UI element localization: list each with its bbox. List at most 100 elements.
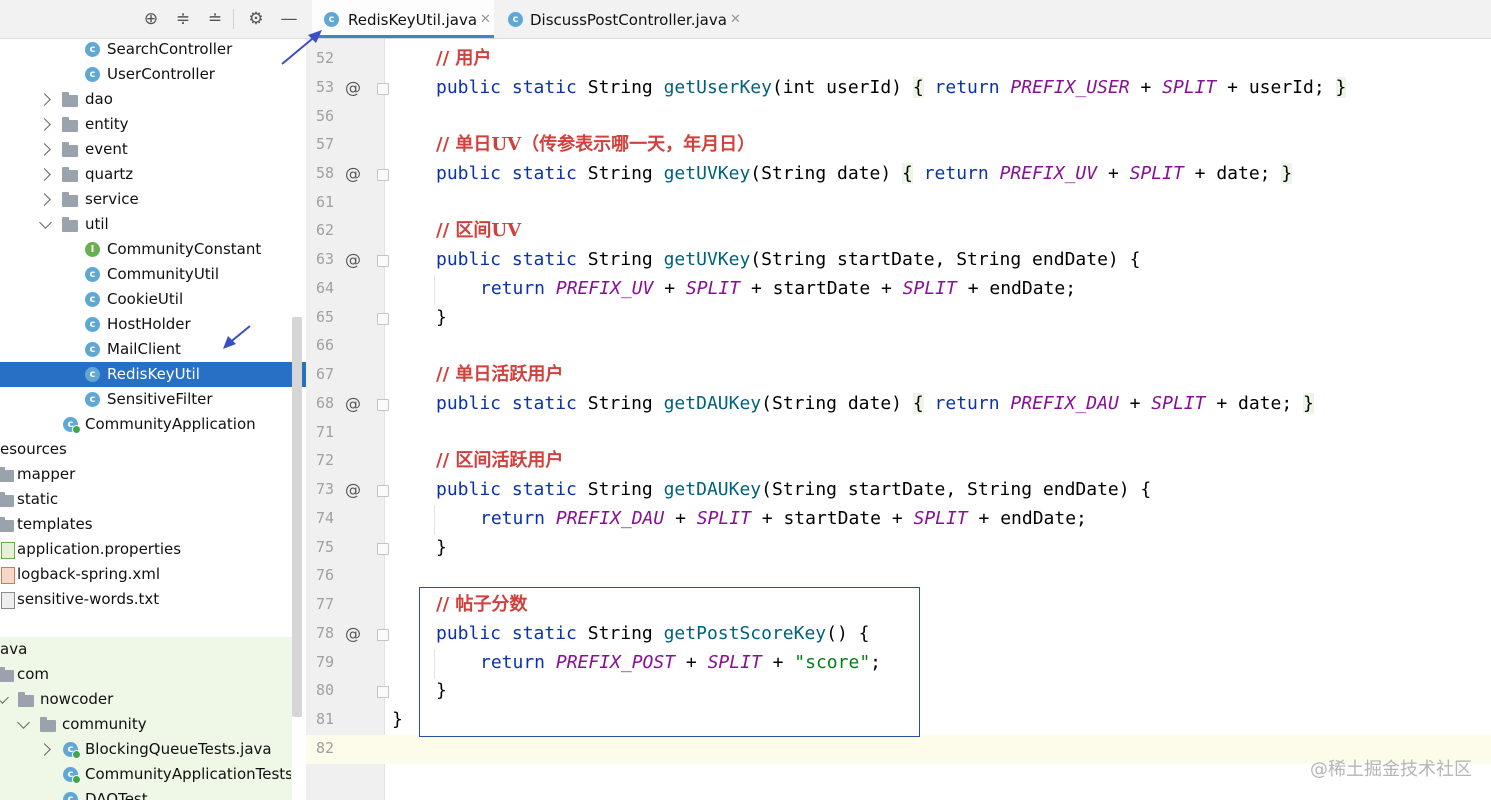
class-icon: c <box>85 67 100 82</box>
chevron-right-icon[interactable] <box>38 118 51 131</box>
chevron-down-icon[interactable] <box>39 216 52 229</box>
tree-item-quartz[interactable]: quartz <box>38 162 240 187</box>
tree-item-nowcoder[interactable]: nowcoder <box>0 687 220 712</box>
tree-item-application-properties[interactable]: application.properties <box>0 537 220 562</box>
folder-icon <box>40 717 56 732</box>
tree-item-static[interactable]: static <box>0 487 200 512</box>
tree-item-sensitive-words[interactable]: sensitive-words.txt <box>0 587 220 612</box>
override-marker-icon[interactable]: @ <box>345 394 361 413</box>
collapse-all-icon[interactable]: ≐ <box>207 9 223 29</box>
code-line-58[interactable]: public static String getUVKey(String dat… <box>436 163 1293 184</box>
tree-item-daotest[interactable]: c DAOTest <box>63 787 283 800</box>
override-marker-icon[interactable]: @ <box>345 624 361 643</box>
fold-toggle-icon[interactable] <box>377 485 389 497</box>
override-marker-icon[interactable]: @ <box>345 250 361 269</box>
code-line-65[interactable]: } <box>436 307 447 328</box>
fold-toggle-icon[interactable] <box>377 399 389 411</box>
fold-toggle-icon[interactable] <box>377 686 389 698</box>
code-line-79[interactable]: return PREFIX_POST + SPLIT + "score"; <box>480 652 881 673</box>
fold-toggle-icon[interactable] <box>377 255 389 267</box>
chevron-right-icon[interactable] <box>38 143 51 156</box>
tree-item-communityutil[interactable]: c CommunityUtil <box>85 262 285 287</box>
xml-file-icon <box>1 567 15 584</box>
class-icon: c <box>85 342 100 357</box>
annotation-arrow-icon <box>223 325 251 349</box>
chevron-right-icon[interactable] <box>38 193 51 206</box>
code-line-53[interactable]: public static String getUserKey(int user… <box>436 77 1347 98</box>
test-class-icon: c <box>63 742 81 759</box>
chevron-down-icon[interactable] <box>17 716 30 729</box>
minimize-icon[interactable]: — <box>280 9 298 29</box>
code-line-75[interactable]: } <box>436 537 447 558</box>
line-number: 65 <box>315 308 334 326</box>
tree-scrollbar[interactable] <box>292 317 302 717</box>
fold-toggle-icon[interactable] <box>377 313 389 325</box>
chevron-right-icon[interactable] <box>38 743 51 756</box>
tree-item-communityapplicationtests[interactable]: c CommunityApplicationTests <box>63 762 291 787</box>
fold-toggle-icon[interactable] <box>377 543 389 555</box>
tree-item-cookieutil[interactable]: c CookieUtil <box>85 287 285 312</box>
fold-toggle-icon[interactable] <box>377 83 389 95</box>
chevron-right-icon[interactable] <box>38 93 51 106</box>
tree-item-java[interactable]: ava <box>0 640 28 658</box>
tree-item-communityapplication[interactable]: c CommunityApplication <box>63 412 283 437</box>
tree-item-mapper[interactable]: mapper <box>0 462 200 487</box>
code-line-64[interactable]: return PREFIX_UV + SPLIT + startDate + S… <box>480 278 1077 299</box>
expand-all-icon[interactable]: ≑ <box>175 9 191 29</box>
tree-item-blockingqueuetests[interactable]: c BlockingQueueTests.java <box>38 737 290 762</box>
chevron-down-icon[interactable] <box>0 691 9 704</box>
fold-toggle-icon[interactable] <box>377 169 389 181</box>
class-icon: c <box>85 317 100 332</box>
fold-toggle-icon[interactable] <box>377 629 389 641</box>
gear-icon[interactable]: ⚙ <box>248 9 264 29</box>
tree-item-community[interactable]: community <box>17 712 238 737</box>
locate-icon[interactable]: ⊕ <box>143 9 159 29</box>
tree-item-com[interactable]: com <box>0 662 200 687</box>
folder-icon <box>62 192 78 207</box>
class-icon: c <box>85 42 100 57</box>
code-line-63[interactable]: public static String getUVKey(String sta… <box>436 249 1141 270</box>
properties-file-icon <box>1 542 15 559</box>
tab-rediskeyutil[interactable]: c RedisKeyUtil.java ✕ <box>312 0 494 38</box>
code-editor[interactable] <box>385 39 1491 800</box>
line-number: 82 <box>315 739 334 757</box>
code-line-80[interactable]: } <box>436 680 447 701</box>
override-marker-icon[interactable]: @ <box>345 164 361 183</box>
line-number: 62 <box>315 221 334 239</box>
tree-item-util[interactable]: util <box>39 212 240 237</box>
tree-item-hostholder[interactable]: c HostHolder <box>85 312 285 337</box>
annotation-highlight-box <box>419 587 920 737</box>
tree-item-rediskeyutil[interactable]: c RedisKeyUtil <box>85 362 285 387</box>
tree-item-entity[interactable]: entity <box>38 112 240 137</box>
line-number: 77 <box>315 595 334 613</box>
tree-item-searchcontroller[interactable]: c SearchController <box>85 37 285 62</box>
tree-item-communityconstant[interactable]: I CommunityConstant <box>85 237 285 262</box>
line-number: 61 <box>315 193 334 211</box>
tree-item-dao[interactable]: dao <box>38 87 240 112</box>
tree-item-usercontroller[interactable]: c UserController <box>85 62 285 87</box>
line-number: 74 <box>315 509 334 527</box>
code-line-78[interactable]: public static String getPostScoreKey() { <box>436 623 870 644</box>
tree-item-mailclient[interactable]: c MailClient <box>85 337 285 362</box>
tree-item-templates[interactable]: templates <box>0 512 200 537</box>
override-marker-icon[interactable]: @ <box>345 78 361 97</box>
tree-item-service[interactable]: service <box>38 187 240 212</box>
code-line-81[interactable]: } <box>392 709 403 730</box>
code-line-74[interactable]: return PREFIX_DAU + SPLIT + startDate + … <box>480 508 1087 529</box>
line-number: 72 <box>315 451 334 469</box>
close-icon[interactable]: ✕ <box>730 12 741 27</box>
folder-icon <box>0 492 14 507</box>
line-number: 76 <box>315 566 334 584</box>
tab-discusspostcontroller[interactable]: c DiscussPostController.java ✕ <box>498 0 748 38</box>
close-icon[interactable]: ✕ <box>480 12 491 27</box>
code-line-68[interactable]: public static String getDAUKey(String da… <box>436 393 1314 414</box>
tree-item-resources[interactable]: esources <box>0 440 67 458</box>
tree-item-sensitivefilter[interactable]: c SensitiveFilter <box>85 387 285 412</box>
editor-gutter <box>306 39 385 800</box>
test-class-icon: c <box>63 792 78 800</box>
tree-item-logback-spring[interactable]: logback-spring.xml <box>0 562 220 587</box>
chevron-right-icon[interactable] <box>38 168 51 181</box>
tree-item-event[interactable]: event <box>38 137 240 162</box>
code-line-73[interactable]: public static String getDAUKey(String st… <box>436 479 1152 500</box>
override-marker-icon[interactable]: @ <box>345 480 361 499</box>
